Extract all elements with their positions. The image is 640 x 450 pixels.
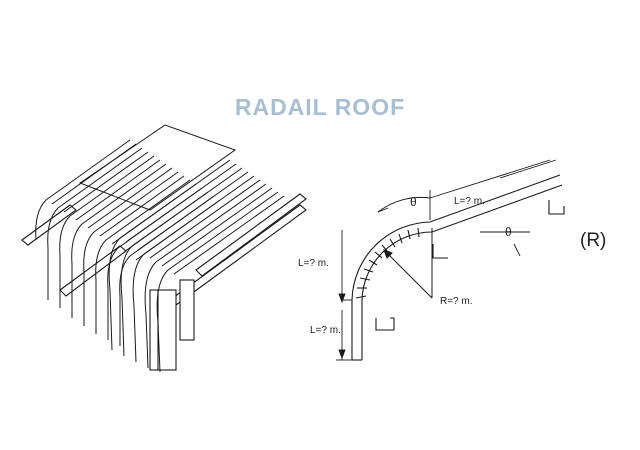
- theta-right-label: θ: [505, 225, 512, 239]
- radius-lines: [383, 228, 433, 299]
- radius-label: R=? m.: [440, 296, 473, 307]
- diagram-title: RADAIL ROOF: [234, 94, 406, 120]
- length-bottom-label: L=? m.: [310, 325, 341, 336]
- length-top-label: L=? m.: [454, 196, 485, 207]
- variant-label: (R): [580, 230, 606, 251]
- roof-sheet-right: [108, 159, 285, 373]
- purlin-sections: [375, 200, 565, 331]
- length-left-label: L=? m.: [298, 258, 329, 269]
- isometric-roof-illustration: [21, 124, 307, 373]
- theta-top-label: θ: [410, 195, 417, 209]
- radial-section-drawing: θ L=? m. θ L=? m. R=? m. L=? m. (R): [298, 159, 606, 361]
- roof-profile: [351, 174, 563, 361]
- support-frame: [21, 193, 307, 371]
- dimension-lines: [336, 159, 557, 361]
